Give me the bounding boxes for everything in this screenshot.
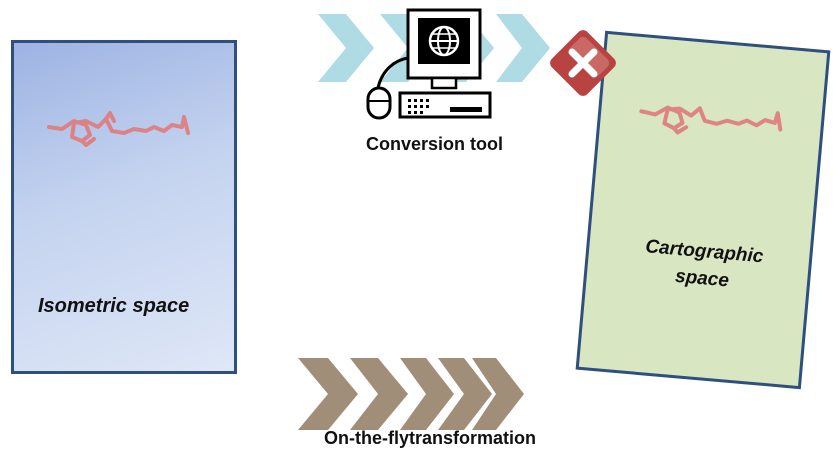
on-the-fly-transformation-label: On-the-flytransformation	[324, 428, 537, 448]
isometric-space-label: Isometric space	[38, 295, 190, 317]
isometric-space-panel: Isometric space	[11, 40, 237, 374]
route-shape-cartographic	[639, 105, 783, 135]
cartographic-space-panel: Cartographic space	[575, 30, 831, 390]
chevron-arrows-icon-bottom	[298, 358, 524, 430]
route-shape-isometric	[47, 111, 190, 147]
computer-globe-icon	[366, 8, 492, 120]
conversion-tool-label: Conversion tool	[366, 134, 504, 154]
red-x-icon	[550, 30, 616, 96]
